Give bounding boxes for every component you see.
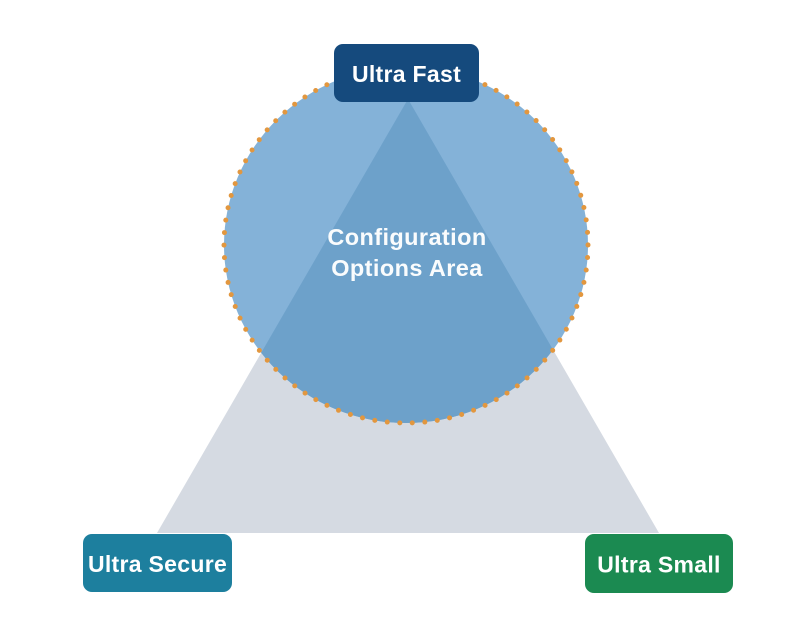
triangle-circle-overlap — [224, 99, 588, 423]
ultra-secure-label: Ultra Secure — [88, 551, 227, 577]
ultra-fast-label: Ultra Fast — [352, 61, 461, 87]
node-ultra-secure: Ultra Secure — [83, 534, 232, 592]
circle-caption-line2: Options Area — [331, 255, 483, 281]
circle-caption-line1: Configuration — [327, 224, 486, 250]
ultra-small-label: Ultra Small — [597, 552, 720, 578]
ultra-fast-chip — [334, 44, 479, 102]
dotted-circle-border — [221, 64, 591, 426]
node-ultra-small: Ultra Small — [585, 534, 733, 593]
ultra-small-chip — [585, 534, 733, 593]
node-ultra-fast: Ultra Fast — [334, 44, 479, 102]
ultra-secure-chip — [83, 534, 232, 592]
